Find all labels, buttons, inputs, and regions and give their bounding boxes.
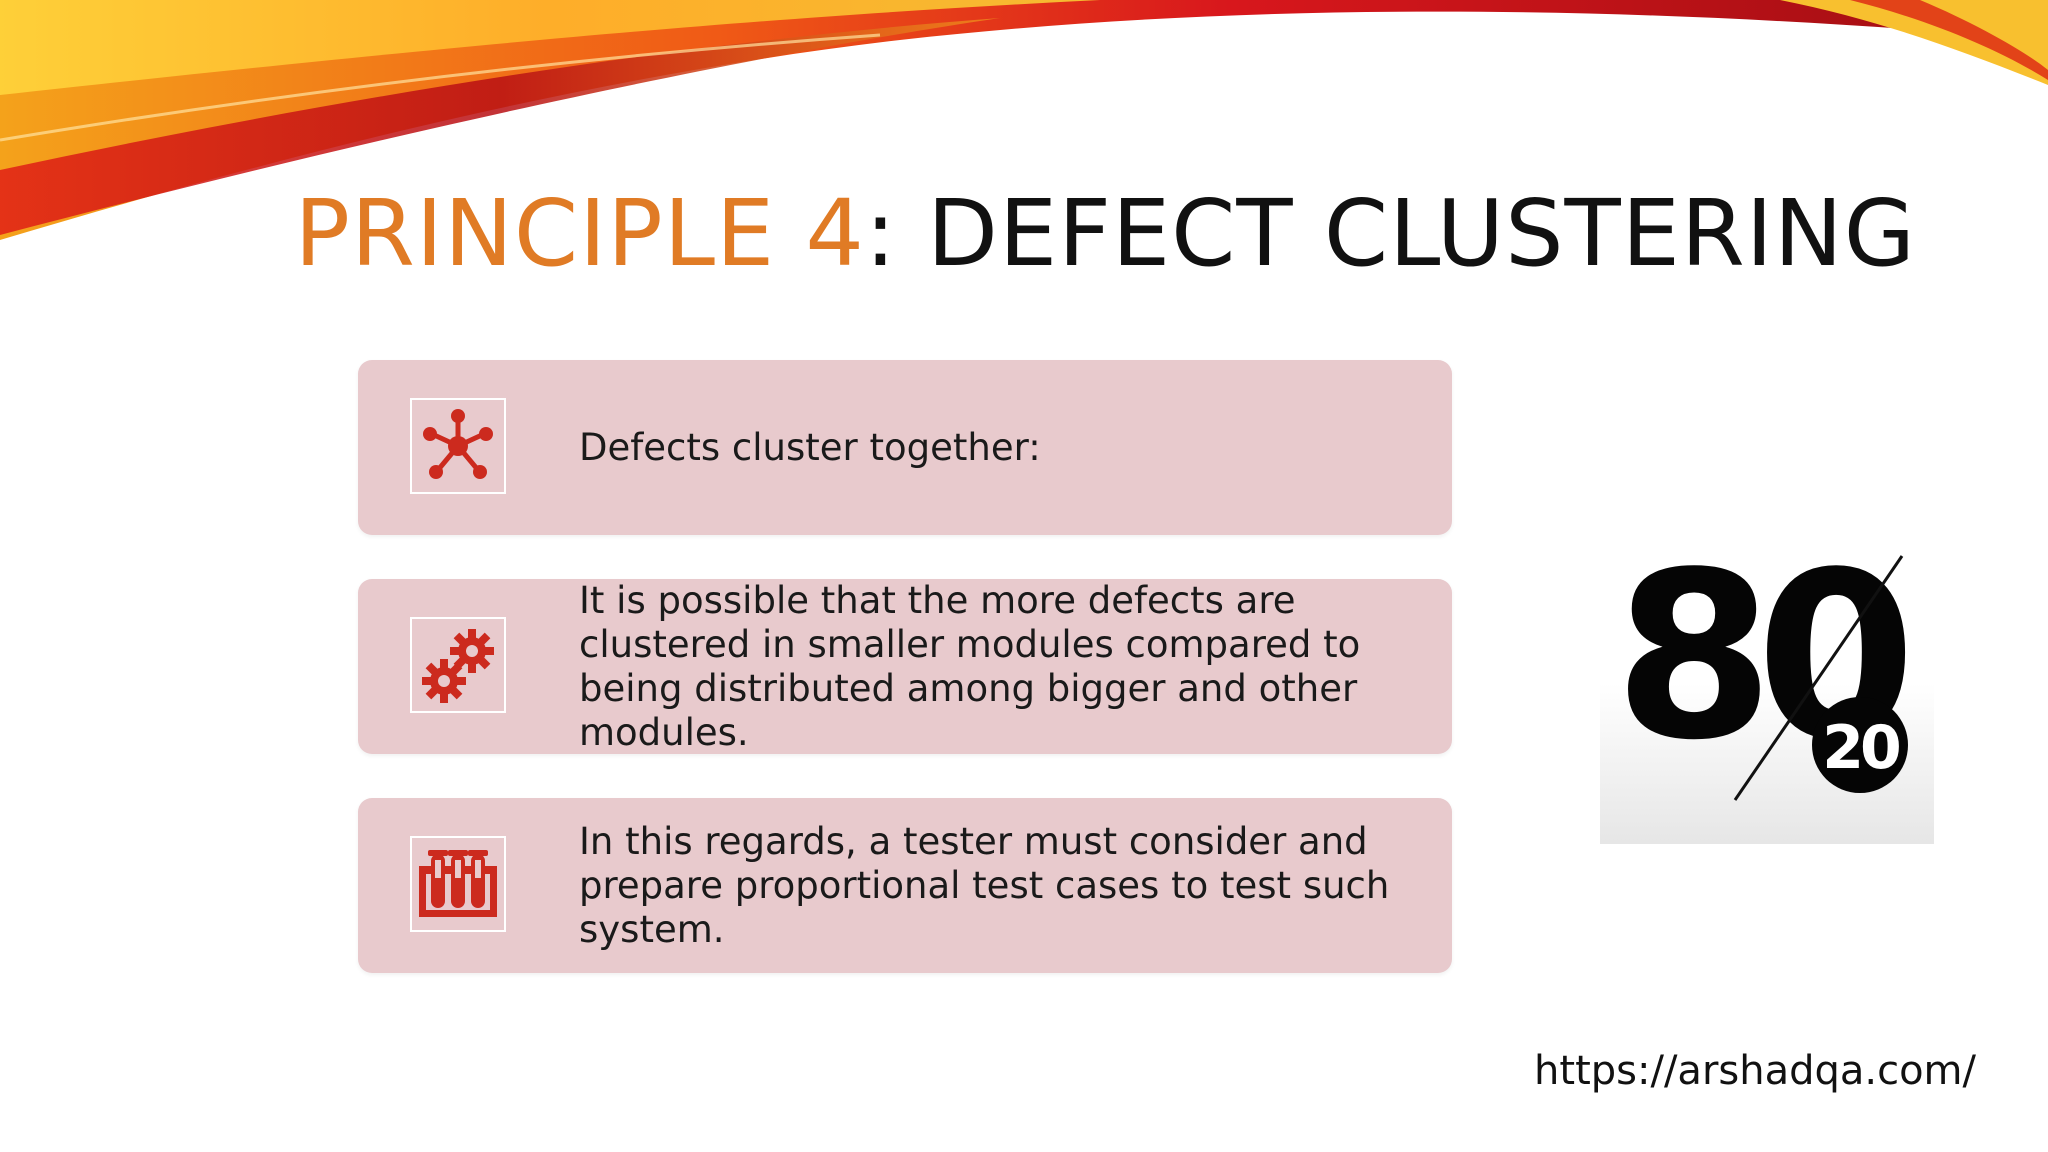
decorative-swoosh (0, 0, 2048, 240)
card-defects-cluster: Defects cluster together: (358, 360, 1452, 535)
title-principle-number: PRINCIPLE 4 (294, 180, 865, 287)
card-clustered-modules: It is possible that the more defects are… (358, 579, 1452, 754)
test-tubes-icon (410, 836, 506, 932)
card-proportional-tests: In this regards, a tester must consider … (358, 798, 1452, 973)
footer-url: https://arshadqa.com/ (1534, 1048, 1976, 1094)
slide-title: PRINCIPLE 4: DEFECT CLUSTERING (295, 180, 1916, 287)
pareto-small-number: 20 (1822, 713, 1899, 783)
pareto-80-20-image: 80 20 (1600, 488, 1934, 844)
card-text: Defects cluster together: (579, 425, 1041, 469)
network-hub-icon (410, 398, 506, 494)
card-text: In this regards, a tester must consider … (579, 819, 1390, 951)
title-topic: : DEFECT CLUSTERING (864, 180, 1916, 287)
card-text: It is possible that the more defects are… (579, 578, 1361, 754)
gears-icon (410, 617, 506, 713)
